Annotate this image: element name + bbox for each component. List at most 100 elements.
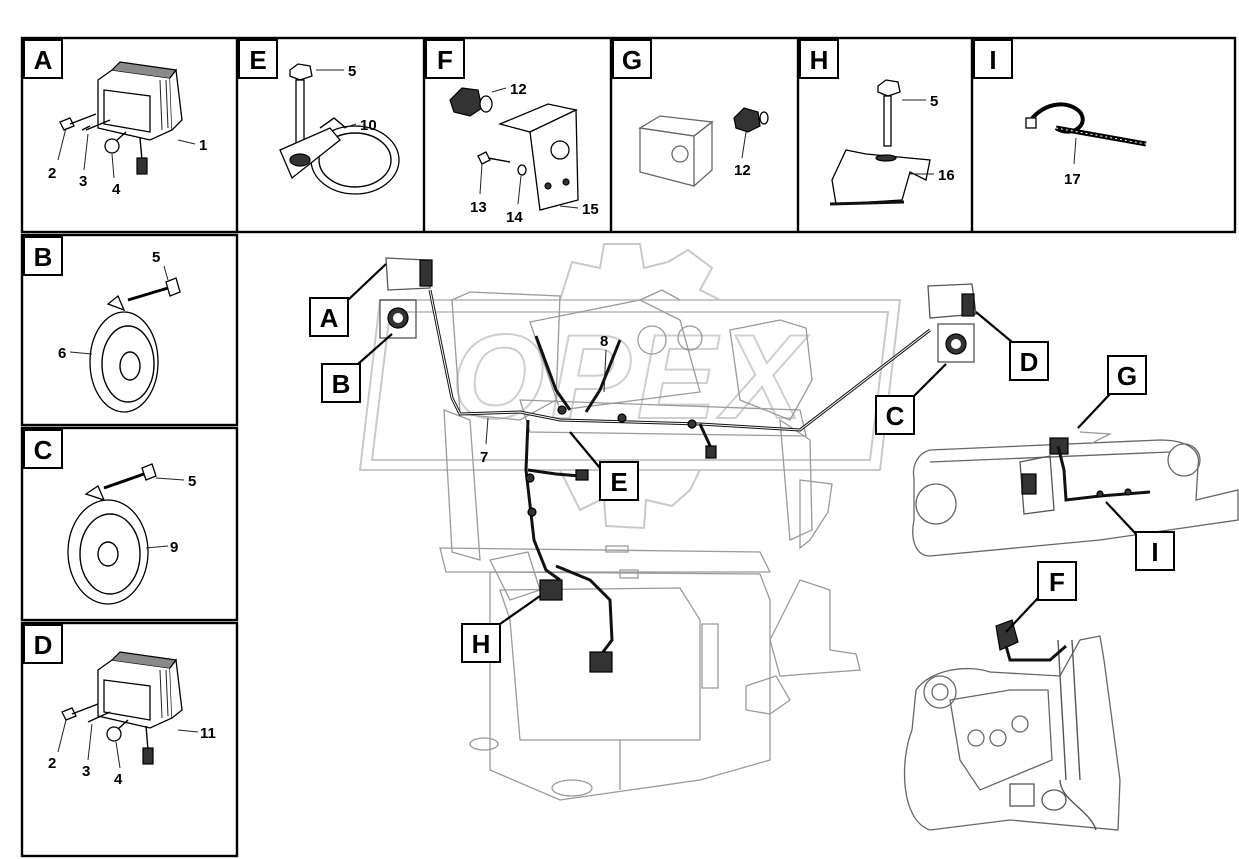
leader-14 — [517, 175, 522, 205]
callout-g: G — [1077, 355, 1147, 429]
leader-8 — [603, 349, 607, 393]
part-num-17: 17 — [1064, 171, 1081, 188]
leader-10 — [343, 123, 357, 129]
part-num-5: 5 — [930, 93, 938, 110]
callout-i: I — [1105, 501, 1175, 571]
horn-icon — [67, 485, 149, 605]
leader-12 — [491, 87, 507, 93]
bolt-icon — [127, 277, 181, 302]
panel-g-letter: G — [622, 45, 642, 75]
part-num-15: 15 — [582, 201, 599, 218]
panel-c-letter-box — [23, 429, 63, 469]
part-num-14: 14 — [506, 209, 523, 226]
bulb-icon — [104, 131, 127, 154]
part-num-3: 3 — [82, 763, 90, 780]
right-lamp-horn-assembly — [927, 283, 977, 363]
part-num-6: 6 — [58, 345, 66, 362]
leader-3 — [83, 133, 89, 171]
protective-cover-icon — [638, 115, 714, 187]
watermark-text: OPEX — [451, 310, 809, 444]
panel-g-letter-box — [612, 39, 652, 79]
panel-a-letter-box — [23, 39, 63, 79]
callout-f: F — [1005, 561, 1077, 633]
part-num-4: 4 — [114, 771, 123, 788]
leader-13 — [479, 163, 483, 195]
part-num-10: 10 — [360, 117, 377, 134]
leader-11 — [177, 729, 199, 733]
panel-b-letter-box — [23, 236, 63, 276]
panel-e: E 5 10 — [238, 39, 400, 195]
callout-h-letter: H — [472, 629, 491, 659]
callout-a-letter: A — [320, 303, 339, 333]
panel-i: I 17 — [973, 39, 1147, 188]
cylinder-view — [912, 431, 1239, 557]
part-num-12: 12 — [510, 81, 527, 98]
lamp-lens-icon — [87, 711, 111, 723]
callout-e: E — [569, 431, 639, 501]
part-num-5: 5 — [152, 249, 160, 266]
part-num-11: 11 — [200, 725, 216, 742]
panel-b-letter: B — [34, 242, 53, 272]
part-num-5: 5 — [188, 473, 196, 490]
callout-g-letter: G — [1117, 361, 1137, 391]
part-num-2: 2 — [48, 755, 56, 772]
horn-icon — [89, 294, 159, 413]
panel-h: H 5 16 — [799, 39, 955, 206]
callout-b-letter: B — [332, 369, 351, 399]
callout-i-letter: I — [1151, 537, 1158, 567]
leader-9 — [145, 545, 169, 549]
panel-b: B 5 6 — [23, 236, 181, 413]
panel-h-letter: H — [810, 45, 829, 75]
callout-c: C — [875, 363, 947, 435]
panel-e-letter-box — [238, 39, 278, 79]
callout-h: H — [461, 595, 541, 663]
panel-d-letter: D — [34, 630, 53, 660]
callout-f-letter: F — [1049, 567, 1065, 597]
panel-h-letter-box — [799, 39, 839, 79]
leader-5 — [155, 477, 185, 481]
panel-f-letter: F — [437, 45, 453, 75]
callout-d-letter: D — [1020, 347, 1039, 377]
bent-plate-icon — [829, 149, 931, 206]
callout-c-letter: C — [886, 401, 905, 431]
hose-clamp-icon — [279, 117, 400, 195]
part-num-1: 1 — [199, 137, 207, 154]
leader-3 — [87, 723, 93, 761]
panel-c-letter: C — [34, 435, 53, 465]
callout-e-letter: E — [610, 467, 627, 497]
panel-f: F 12 13 14 15 — [425, 39, 599, 226]
rubber-grommet-icon — [449, 87, 493, 117]
panel-e-letter: E — [249, 45, 266, 75]
leader-12 — [741, 131, 747, 159]
rubber-grommet-icon — [733, 107, 769, 133]
cable-tie-icon — [1025, 102, 1147, 147]
bucket-frame-view — [903, 619, 1121, 831]
leader-6 — [69, 351, 93, 355]
leader-2 — [57, 127, 67, 161]
part-num-16: 16 — [938, 167, 955, 184]
leader-7 — [485, 417, 489, 445]
part-num-9: 9 — [170, 539, 178, 556]
panel-i-letter-box — [973, 39, 1013, 79]
work-lamp-icon — [97, 61, 183, 175]
leader-5 — [163, 265, 169, 281]
part-num-4: 4 — [112, 181, 121, 198]
mounting-bracket-icon — [497, 103, 579, 211]
panel-d-letter-box — [23, 624, 63, 664]
panel-a: A 1 2 3 4 — [23, 39, 207, 198]
part-num-13: 13 — [470, 199, 487, 216]
wiring-harness — [428, 289, 931, 673]
bulb-icon — [106, 719, 129, 742]
part-num-3: 3 — [79, 173, 87, 190]
callout-b: B — [321, 333, 393, 403]
leader-4 — [115, 741, 121, 769]
bolt-icon — [877, 79, 901, 147]
bolt-icon — [103, 463, 157, 490]
detail-panels-grid — [20, 36, 1237, 858]
part-num-2: 2 — [48, 165, 56, 182]
leader-15 — [559, 205, 579, 209]
screw-icon — [477, 151, 511, 165]
work-lamp-icon — [97, 651, 183, 765]
panel-d: D 2 3 4 11 — [23, 624, 216, 788]
part-num-7: 7 — [480, 449, 488, 466]
